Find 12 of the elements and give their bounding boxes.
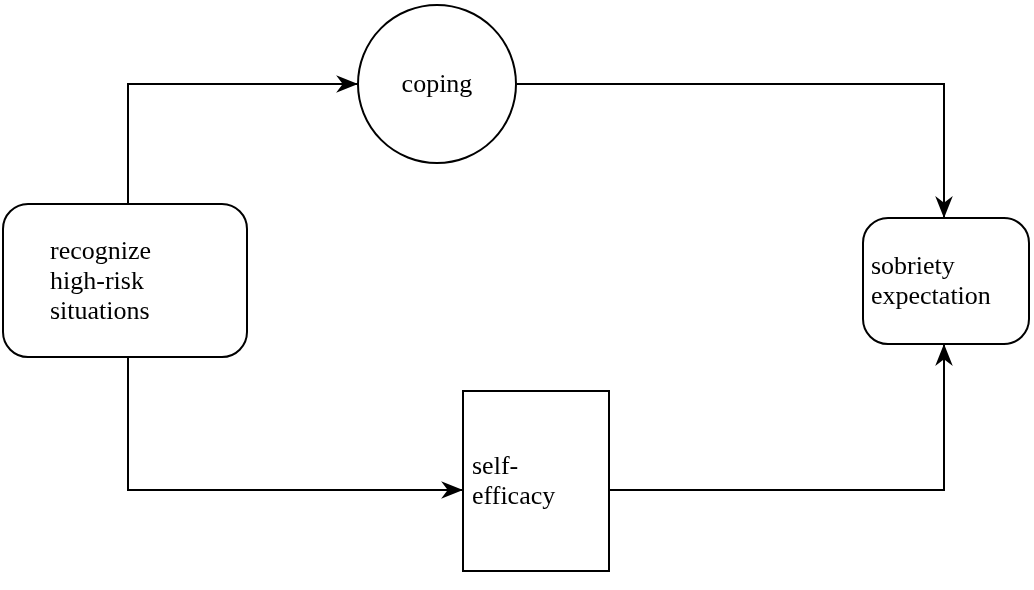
node-label: sobriety expectation (871, 251, 992, 311)
arrow (127, 75, 359, 204)
process-circle (357, 4, 517, 164)
arrow (516, 83, 953, 219)
process-box (2, 203, 248, 358)
process-box (862, 217, 1030, 345)
process-box (462, 390, 610, 572)
arrow (609, 343, 953, 491)
arrow (127, 357, 464, 499)
node-label: self-efficacy (472, 451, 557, 511)
node-label: coping (401, 69, 473, 99)
node-label: recognize high-risk situations (50, 235, 153, 326)
